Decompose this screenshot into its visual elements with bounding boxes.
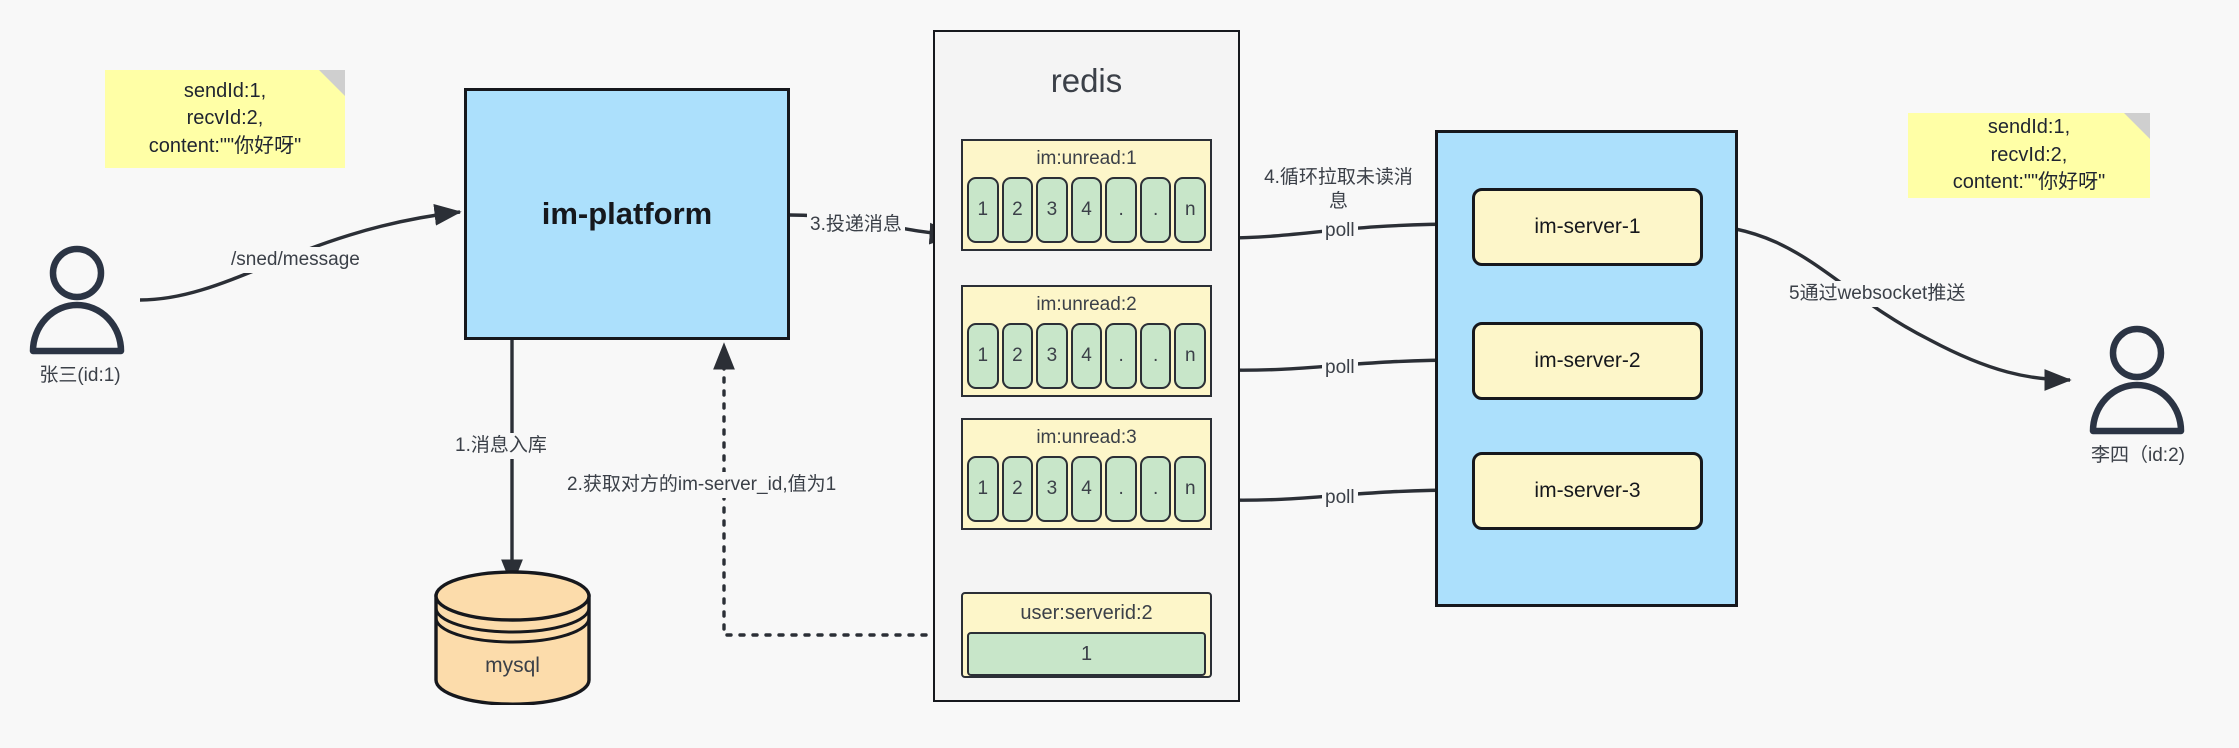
redis-queue-im-unread-1[interactable]: im:unread:1 1 2 3 4 . . n (961, 139, 1212, 251)
queue-cell: n (1174, 177, 1207, 243)
queue-3-title: im:unread:3 (1036, 427, 1137, 448)
queue-cell: 1 (967, 323, 999, 389)
queue-cell: . (1105, 456, 1137, 522)
mysql-label: mysql (485, 653, 540, 677)
cylinder-database-icon (434, 570, 591, 706)
kv-key-label: user:serverid:2 (1020, 602, 1153, 624)
queue-cell: . (1105, 177, 1137, 243)
im-server-2-label: im-server-2 (1534, 349, 1641, 372)
im-server-1-box[interactable]: im-server-1 (1472, 188, 1703, 266)
actor-receiver (2085, 325, 2190, 435)
person-icon (29, 245, 125, 355)
queue-cell: 4 (1070, 456, 1103, 522)
im-platform-box[interactable]: im-platform (464, 88, 790, 340)
im-platform-label: im-platform (541, 196, 713, 231)
page-fold-icon (2124, 113, 2150, 139)
edge-label-step2: 2.获取对方的im-server_id,值为1 (564, 472, 840, 498)
redis-queue-im-unread-2[interactable]: im:unread:2 1 2 3 4 . . n (961, 285, 1212, 397)
queue-1-title: im:unread:1 (1036, 148, 1137, 169)
sticky-right-line-2: recvId:2, (1990, 143, 2068, 166)
queue-cell: . (1139, 323, 1172, 389)
queue-cell: . (1105, 323, 1137, 389)
edge-label-poll-3: poll (1322, 485, 1358, 511)
queue-cell: 3 (1036, 323, 1068, 389)
sticky-right-line-3: content:""你好呀" (1952, 171, 2106, 194)
queue-cell: 2 (1001, 323, 1034, 389)
queue-cell: 1 (967, 177, 999, 243)
person-icon (2089, 325, 2185, 435)
sticky-left-line-1: sendId:1, (183, 79, 267, 102)
actor-sender (25, 245, 130, 355)
im-server-3-label: im-server-3 (1534, 479, 1641, 502)
queue-3-cells: 1 2 3 4 . . n (963, 456, 1210, 526)
page-fold-icon (319, 70, 345, 96)
queue-cell: n (1174, 456, 1207, 522)
sticky-note-right-text: sendId:1, recvId:2, content:""你好呀" (1953, 114, 2105, 197)
queue-2-cells: 1 2 3 4 . . n (963, 323, 1210, 393)
queue-cell: . (1139, 456, 1172, 522)
edge-kv-to-platform-dotted (713, 342, 967, 637)
edge-label-step1: 1.消息入库 (452, 433, 550, 459)
im-server-2-box[interactable]: im-server-2 (1472, 322, 1703, 400)
edge-label-step4-line1: 4.循环拉取未读消 (1264, 167, 1413, 188)
queue-2-title: im:unread:2 (1036, 294, 1137, 315)
queue-cell: 1 (967, 456, 999, 522)
sticky-note-left-text: sendId:1, recvId:2, content:""你好呀" (149, 78, 301, 161)
sticky-note-right: sendId:1, recvId:2, content:""你好呀" (1908, 113, 2150, 198)
queue-cell: 2 (1001, 177, 1034, 243)
queue-cell: n (1174, 323, 1207, 389)
edge-label-poll-1: poll (1322, 218, 1358, 244)
edge-label-step4: 4.循环拉取未读消 息 (1258, 165, 1419, 215)
redis-title: redis (1050, 62, 1123, 99)
im-server-3-box[interactable]: im-server-3 (1472, 452, 1703, 530)
edge-label-step5: 5通过websocket推送 (1786, 281, 1969, 307)
actor-sender-label: 张三(id:1) (39, 365, 121, 386)
queue-cell: . (1139, 177, 1172, 243)
redis-queue-im-unread-3[interactable]: im:unread:3 1 2 3 4 . . n (961, 418, 1212, 530)
edge-label-step3: 3.投递消息 (807, 212, 905, 238)
mysql-database[interactable]: mysql (430, 570, 595, 706)
queue-cell: 3 (1036, 177, 1068, 243)
edge-label-step4-line2: 息 (1328, 190, 1348, 212)
queue-cell: 4 (1070, 177, 1103, 243)
queue-cell: 4 (1070, 323, 1103, 389)
queue-1-cells: 1 2 3 4 . . n (963, 177, 1210, 247)
edge-server1-to-receiver (1685, 222, 2072, 391)
redis-kv-user-serverid[interactable]: user:serverid:2 1 (961, 592, 1212, 678)
sticky-note-left: sendId:1, recvId:2, content:""你好呀" (105, 70, 345, 168)
actor-receiver-label: 李四（id:2) (2091, 445, 2185, 466)
queue-cell: 2 (1001, 456, 1034, 522)
kv-value: 1 (967, 632, 1206, 676)
edge-label-poll-2: poll (1322, 355, 1358, 381)
queue-cell: 3 (1036, 456, 1068, 522)
im-server-1-label: im-server-1 (1534, 215, 1641, 238)
sticky-left-line-3: content:""你好呀" (148, 134, 302, 157)
edge-label-send-message: /sned/message (228, 247, 363, 273)
sticky-left-line-2: recvId:2, (186, 107, 264, 130)
sticky-right-line-1: sendId:1, (1987, 116, 2071, 139)
